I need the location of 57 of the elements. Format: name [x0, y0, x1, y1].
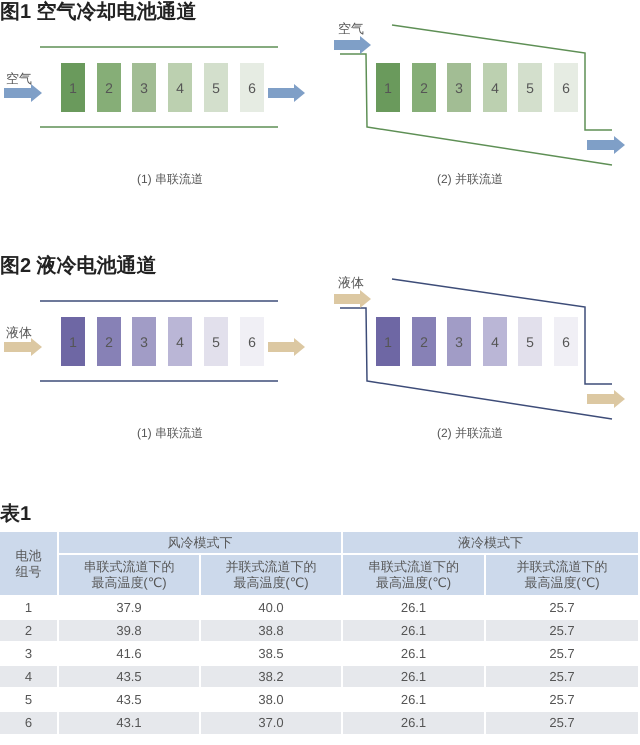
- battery-box: 6: [554, 63, 578, 112]
- header-cell: 并联式流道下的最高温度(℃): [201, 555, 341, 595]
- subfigure-caption: (1) 串联流道: [137, 171, 203, 188]
- table-cell: 37.0: [201, 712, 341, 734]
- table-cell: 6: [0, 712, 57, 734]
- subfigure-caption: (2) 并联流道: [437, 171, 503, 188]
- battery-box: 4: [168, 63, 192, 112]
- header-cell: 串联式流道下的最高温度(℃): [59, 555, 199, 595]
- header-cell: 并联式流道下的最高温度(℃): [486, 555, 638, 595]
- table-cell: 39.8: [59, 620, 199, 641]
- table-cell: 4: [0, 666, 57, 687]
- battery-box: 5: [518, 317, 542, 366]
- flow-label: 液体: [6, 324, 32, 342]
- battery-box: 1: [376, 63, 400, 112]
- header-cell: 液冷模式下: [343, 532, 638, 553]
- battery-box: 5: [518, 63, 542, 112]
- battery-box: 1: [376, 317, 400, 366]
- battery-box: 6: [554, 317, 578, 366]
- figure-title: 图2 液冷电池通道: [0, 254, 157, 279]
- table-cell: 43.5: [59, 666, 199, 687]
- subfigure-caption: (1) 串联流道: [137, 425, 203, 442]
- flow-label: 空气: [338, 20, 364, 38]
- header-cell: 电池组号: [0, 532, 57, 595]
- table-cell: 2: [0, 620, 57, 641]
- battery-box: 6: [240, 63, 264, 112]
- table-title: 表1: [0, 502, 32, 527]
- battery-box: 2: [412, 317, 436, 366]
- table-cell: 25.7: [486, 712, 638, 734]
- battery-box: 4: [483, 63, 507, 112]
- battery-box: 1: [61, 63, 85, 112]
- flow-label: 液体: [338, 274, 364, 292]
- battery-box: 2: [412, 63, 436, 112]
- table-cell: 25.7: [486, 666, 638, 687]
- table-cell: 38.8: [201, 620, 341, 641]
- battery-box: 1: [61, 317, 85, 366]
- subfigure-caption: (2) 并联流道: [437, 425, 503, 442]
- battery-box: 5: [204, 63, 228, 112]
- table-cell: 43.1: [59, 712, 199, 734]
- figure-title: 图1 空气冷却电池通道: [0, 0, 197, 25]
- battery-box: 4: [483, 317, 507, 366]
- table-cell: 26.1: [343, 620, 484, 641]
- battery-box: 2: [97, 317, 121, 366]
- battery-box: 5: [204, 317, 228, 366]
- battery-box: 3: [447, 317, 471, 366]
- table-cell: 25.7: [486, 620, 638, 641]
- battery-box: 4: [168, 317, 192, 366]
- header-cell: 风冷模式下: [59, 532, 341, 553]
- battery-box: 2: [97, 63, 121, 112]
- battery-box: 3: [132, 317, 156, 366]
- battery-box: 3: [447, 63, 471, 112]
- table-cell: 26.1: [343, 712, 484, 734]
- table-cell: 38.2: [201, 666, 341, 687]
- header-cell: 串联式流道下的最高温度(℃): [343, 555, 484, 595]
- flow-label: 空气: [6, 70, 32, 88]
- table-cell: 26.1: [343, 666, 484, 687]
- battery-box: 6: [240, 317, 264, 366]
- battery-box: 3: [132, 63, 156, 112]
